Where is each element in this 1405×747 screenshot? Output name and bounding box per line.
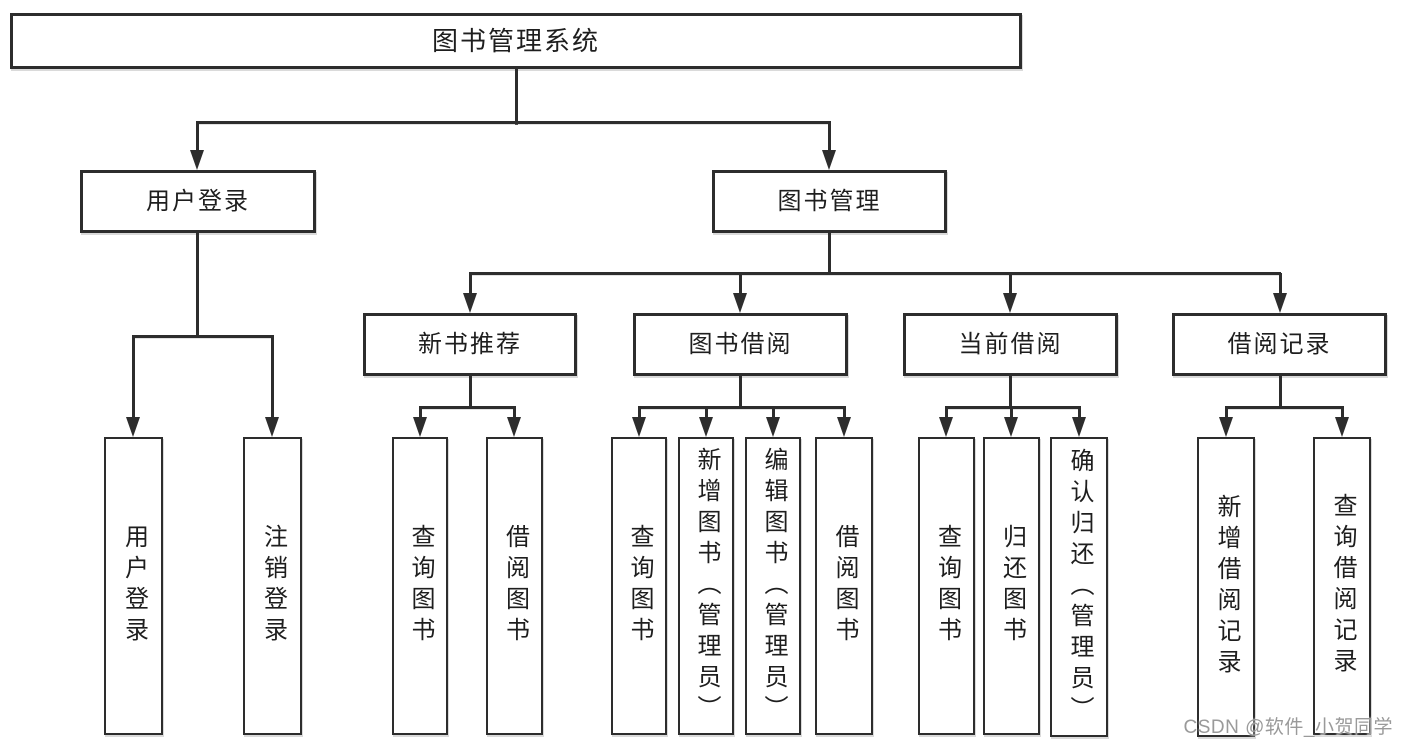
node-user-login-branch-label: 用户登录 [146, 187, 250, 215]
leaf-return-book: 归还图书 [983, 437, 1040, 735]
node-book-borrowing: 图书借阅 [633, 313, 848, 376]
connector-arrow-stem [1078, 407, 1081, 419]
arrow-down-icon [507, 417, 521, 437]
leaf-edit-book-admin-label: 编辑图书（管理员） [760, 446, 787, 726]
connector-hline [945, 406, 1081, 409]
leaf-query-borrow-record: 查询借阅记录 [1313, 437, 1371, 735]
arrow-down-icon [1072, 417, 1086, 437]
connector-hline [638, 406, 846, 409]
node-borrowing-records: 借阅记录 [1172, 313, 1387, 376]
leaf-edit-book-admin: 编辑图书（管理员） [745, 437, 801, 735]
connector-hline [419, 406, 516, 409]
leaf-borrow-books-borrowing: 借阅图书 [815, 437, 873, 735]
connector-vline [1009, 376, 1012, 409]
connector-arrow-stem [945, 407, 948, 419]
connector-arrow-stem [1279, 273, 1282, 295]
node-book-management-branch: 图书管理 [712, 170, 947, 233]
connector-arrow-stem [843, 407, 846, 419]
connector-arrow-stem [1225, 407, 1228, 419]
node-book-borrowing-label: 图书借阅 [688, 330, 793, 358]
connector-arrow-stem [638, 407, 641, 419]
arrow-down-icon [190, 150, 204, 170]
connector-vline [515, 69, 518, 125]
leaf-user-login: 用户登录 [104, 437, 163, 735]
connector-arrow-stem [513, 407, 516, 419]
arrow-down-icon [699, 417, 713, 437]
leaf-confirm-return-admin-label: 确认归还（管理员） [1066, 447, 1093, 727]
connector-vline [739, 376, 742, 409]
arrow-down-icon [822, 150, 836, 170]
connector-hline [469, 272, 1281, 275]
arrow-down-icon [413, 417, 427, 437]
leaf-query-borrow-record-label: 查询借阅记录 [1329, 493, 1356, 679]
connector-arrow-stem [828, 122, 831, 152]
leaf-query-books-recommend: 查询图书 [392, 437, 448, 735]
connector-arrow-stem [1009, 273, 1012, 295]
node-current-borrowing-label: 当前借阅 [958, 330, 1063, 358]
arrow-down-icon [1335, 417, 1349, 437]
connector-hline [1225, 406, 1344, 409]
connector-arrow-stem [772, 407, 775, 419]
leaf-query-books-borrowing: 查询图书 [611, 437, 667, 735]
arrow-down-icon [1004, 417, 1018, 437]
connector-hline [196, 121, 831, 124]
arrow-down-icon [463, 293, 477, 313]
leaf-user-login-label: 用户登录 [120, 524, 148, 648]
arrow-down-icon [733, 293, 747, 313]
leaf-query-books-recommend-label: 查询图书 [407, 524, 434, 648]
arrow-down-icon [1273, 293, 1287, 313]
leaf-logout: 注销登录 [243, 437, 302, 735]
watermark: CSDN @软件_小贺同学 [1183, 717, 1393, 738]
arrow-down-icon [632, 417, 646, 437]
arrow-down-icon [766, 417, 780, 437]
leaf-borrow-books-recommend-label: 借阅图书 [501, 524, 529, 648]
leaf-confirm-return-admin: 确认归还（管理员） [1050, 437, 1108, 737]
leaf-query-books-borrowing-label: 查询图书 [626, 524, 653, 648]
leaf-query-books-current: 查询图书 [918, 437, 975, 735]
connector-arrow-stem [469, 273, 472, 295]
leaf-query-books-current-label: 查询图书 [933, 524, 961, 648]
leaf-return-book-label: 归还图书 [998, 524, 1026, 648]
connector-hline [132, 335, 274, 338]
leaf-borrow-books-recommend: 借阅图书 [486, 437, 543, 735]
arrow-down-icon [265, 417, 279, 437]
connector-arrow-stem [1010, 407, 1013, 419]
leaf-add-borrow-record-label: 新增借阅记录 [1213, 494, 1240, 680]
node-new-book-recommend-label: 新书推荐 [418, 330, 522, 358]
leaf-borrow-books-borrowing-label: 借阅图书 [831, 524, 858, 648]
connector-arrow-stem [1341, 407, 1344, 419]
connector-vline [828, 233, 831, 275]
node-current-borrowing: 当前借阅 [903, 313, 1118, 376]
node-user-login-branch: 用户登录 [80, 170, 316, 233]
connector-arrow-stem [419, 407, 422, 419]
leaf-add-book-admin: 新增图书（管理员） [678, 437, 734, 735]
connector-arrow-stem [196, 122, 199, 152]
arrow-down-icon [939, 417, 953, 437]
leaf-add-book-admin-label: 新增图书（管理员） [693, 446, 720, 726]
node-library-system: 图书管理系统 [10, 13, 1022, 69]
connector-arrow-stem [271, 336, 274, 419]
connector-vline [1279, 376, 1282, 409]
node-new-book-recommend: 新书推荐 [363, 313, 577, 376]
arrow-down-icon [1003, 293, 1017, 313]
connector-arrow-stem [739, 273, 742, 295]
connector-arrow-stem [705, 407, 708, 419]
node-library-system-label: 图书管理系统 [431, 26, 600, 56]
node-borrowing-records-label: 借阅记录 [1227, 330, 1332, 358]
connector-vline [469, 376, 472, 409]
leaf-logout-label: 注销登录 [259, 524, 287, 648]
leaf-add-borrow-record: 新增借阅记录 [1197, 437, 1255, 737]
arrow-down-icon [126, 417, 140, 437]
connector-arrow-stem [132, 336, 135, 419]
arrow-down-icon [837, 417, 851, 437]
arrow-down-icon [1219, 417, 1233, 437]
connector-vline [196, 233, 199, 338]
node-book-management-branch-label: 图书管理 [777, 187, 882, 215]
